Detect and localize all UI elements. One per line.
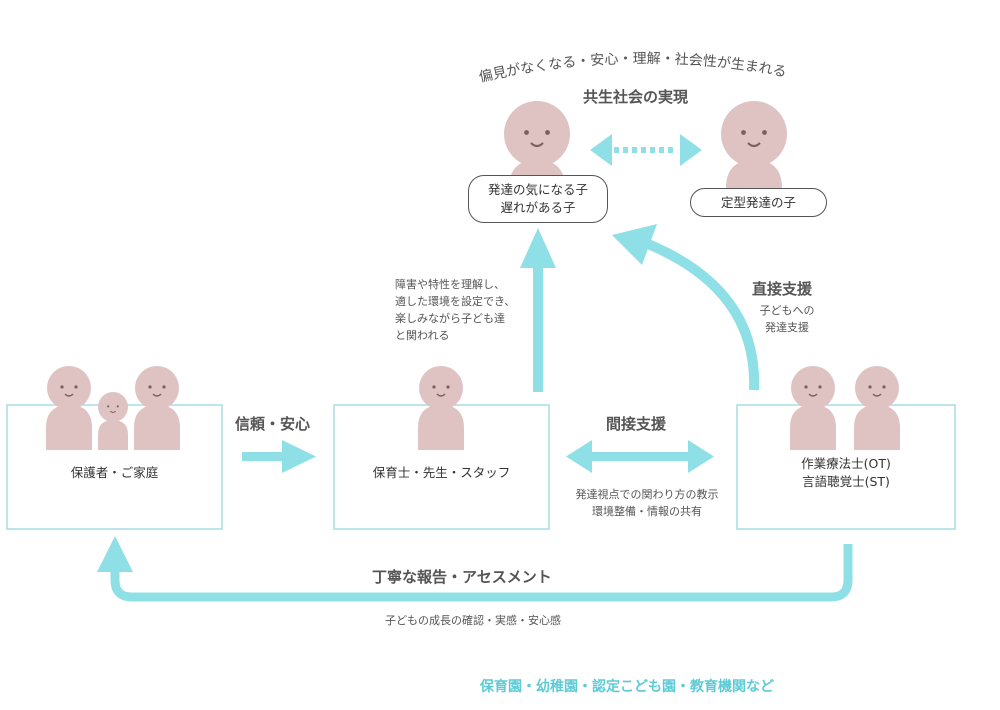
staff-up-arrow — [520, 228, 556, 392]
staff-label: 保育士・先生・スタッフ — [372, 465, 511, 480]
guardians-label: 保護者・ご家庭 — [70, 465, 159, 480]
staff-note-4: と関われる — [395, 329, 450, 342]
therapist-st: 言語聴覚士(ST) — [802, 474, 890, 489]
trust-label: 信頼・安心 — [235, 415, 311, 433]
child-typical-figure — [721, 101, 787, 191]
child-typical-label: 定型発達の子 — [720, 194, 796, 210]
therapist-ot-figure — [790, 366, 836, 450]
child-dev-line-1: 発達の気になる子 — [487, 182, 588, 197]
direct-sub-1: 子どもへの — [759, 304, 815, 317]
therapist-ot: 作業療法士(OT) — [801, 456, 891, 471]
curved-caption: 偏見がなくなる・安心・理解・社会性が生まれる — [477, 51, 787, 86]
indirect-support-sub: 発達視点での関わり方の教示 環境整備・情報の共有 — [562, 486, 732, 520]
guardian-parent-left-figure — [46, 366, 92, 450]
guardian-child-figure — [98, 392, 128, 450]
staff-up-note: 障害や特性を理解し、 適した環境を設定でき、 楽しみながら子ども達 と関われる — [395, 276, 515, 344]
staff-note-1: 障害や特性を理解し、 — [395, 278, 505, 291]
child-dev-figure — [504, 101, 570, 188]
indirect-sub-1: 発達視点での関わり方の教示 — [575, 488, 719, 501]
therapists-label: 作業療法士(OT) 言語聴覚士(ST) — [737, 455, 955, 491]
indirect-sub-2: 環境整備・情報の共有 — [592, 505, 702, 518]
guardian-parent-right-figure — [134, 366, 180, 450]
indirect-support-arrow — [566, 440, 714, 473]
child-dev-line-2: 遅れがある子 — [500, 200, 576, 215]
child-developmental-pill: 発達の気になる子 遅れがある子 — [468, 175, 608, 223]
title-symbiotic-society: 共生社会の実現 — [583, 88, 689, 106]
report-title: 丁寧な報告・アセスメント — [372, 568, 552, 586]
trust-arrow — [242, 440, 316, 473]
staff-note-3: 楽しみながら子ども達 — [395, 312, 505, 325]
footer-institutions: 保育園・幼稚園・認定こども園・教育機関など — [480, 679, 774, 695]
peer-double-arrow — [590, 134, 702, 166]
report-sub: 子どもの成長の確認・実感・安心感 — [385, 614, 561, 627]
direct-support-title: 直接支援 — [752, 280, 813, 298]
therapists-box — [736, 404, 956, 530]
indirect-support-title: 間接支援 — [606, 415, 667, 433]
staff-note-2: 適した環境を設定でき、 — [395, 295, 516, 308]
therapist-st-figure — [854, 366, 900, 450]
direct-support-arrow — [612, 224, 760, 391]
direct-support-sub: 子どもへの 発達支援 — [752, 302, 822, 336]
child-typical-pill: 定型発達の子 — [690, 188, 827, 217]
direct-sub-2: 発達支援 — [765, 321, 809, 334]
staff-figure — [418, 366, 464, 450]
report-arrow — [97, 536, 853, 602]
